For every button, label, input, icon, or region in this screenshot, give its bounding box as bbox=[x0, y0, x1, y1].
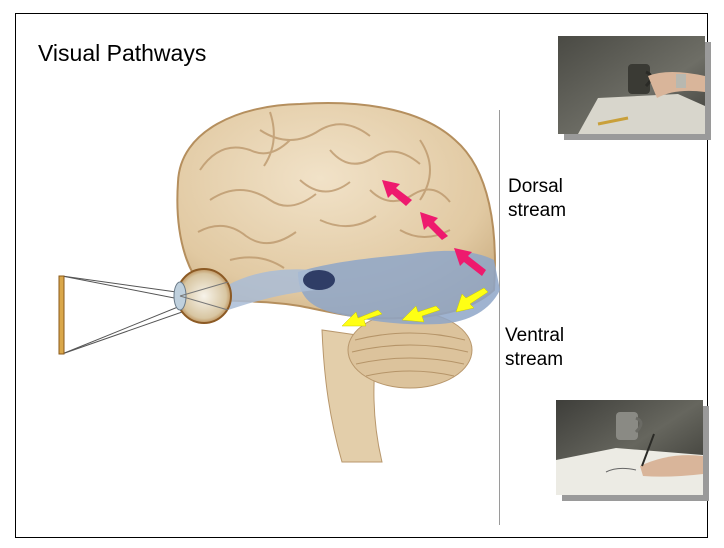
eye-icon bbox=[174, 269, 231, 323]
lateral-geniculate-nucleus bbox=[303, 270, 335, 290]
visual-field-bar bbox=[59, 276, 64, 354]
